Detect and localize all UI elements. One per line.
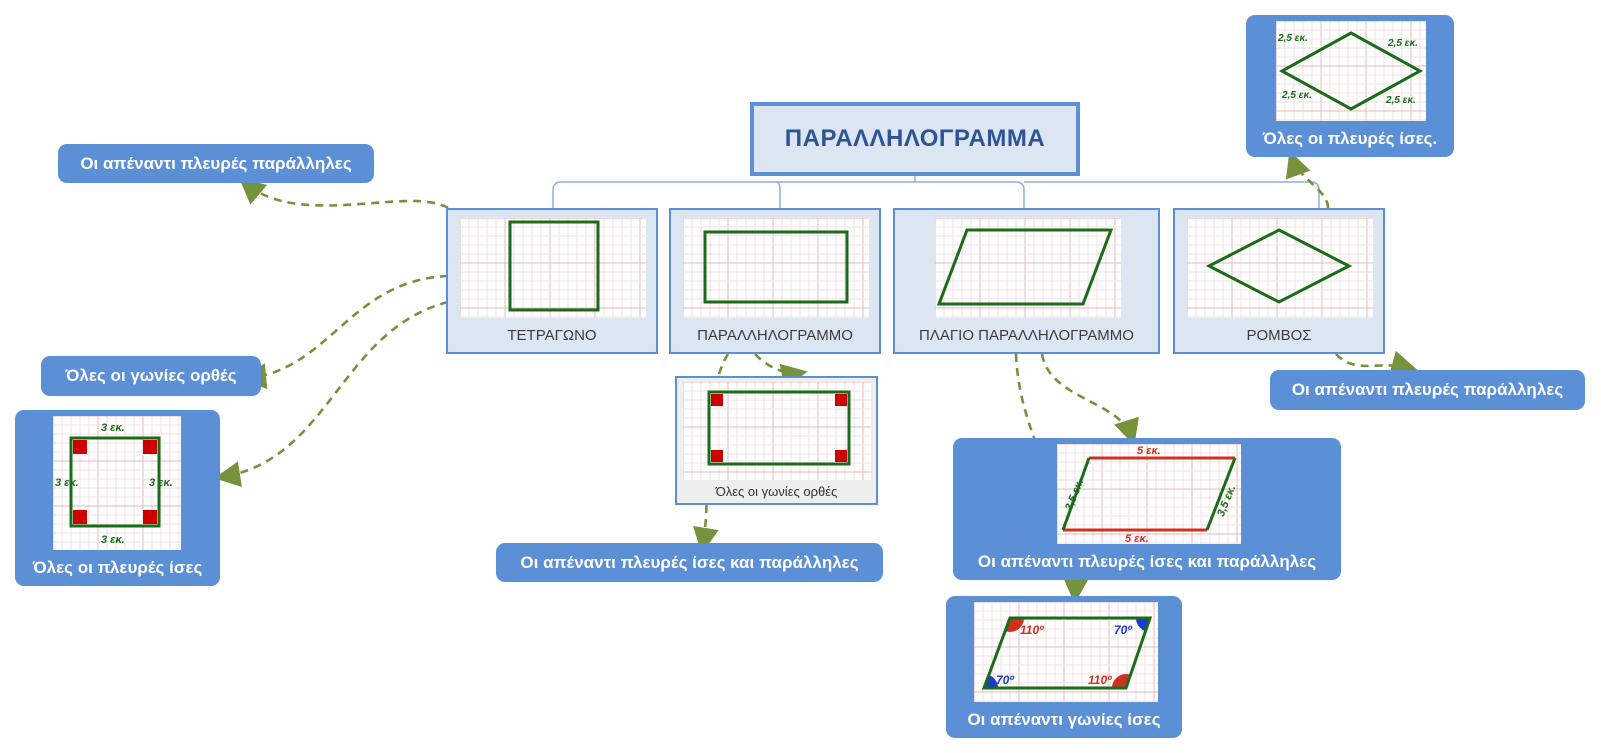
rhombus-br-measure: 2,5 εκ. [1385, 95, 1416, 106]
angle-70-bottom-label: 70º [996, 673, 1014, 687]
card-oblique-angles[interactable]: 110º 110º 70º 70º Οι απέναντι γωνίες ίσε… [946, 596, 1182, 738]
right-angle-mark [73, 510, 87, 524]
grid-lines [1275, 20, 1426, 121]
angle-mark-70-top [1136, 618, 1150, 631]
card-square-equal-sides[interactable]: 3 εκ. 3 εκ. 3 εκ. 3 εκ. Όλες οι πλευρές … [15, 410, 220, 586]
angle-110-bottom-label: 110º [1088, 673, 1112, 687]
node-oblique-label: ΠΛΑΓΙΟ ΠΑΡΑΛΛΗΛΟΓΡΑΜΜΟ [919, 327, 1134, 344]
square-figure [459, 217, 646, 318]
root-title-box: ΠΑΡΑΛΛΗΛΟΓΡΑΜΜΑ [750, 102, 1080, 176]
oblique-sides-figure: 5 εκ. 5 εκ. 3,5 εκ. 3,5 εκ. [1056, 443, 1241, 545]
grid-lines [1056, 443, 1241, 544]
right-angle-mark [73, 440, 87, 454]
card-square-equal-sides-label: Όλες οι πλευρές ίσες [32, 558, 203, 577]
grid-lines [934, 217, 1121, 318]
square-left-measure: 3 εκ. [55, 477, 79, 489]
rhombus-measure-figure: 2,5 εκ. 2,5 εκ. 2,5 εκ. 2,5 εκ. [1275, 20, 1426, 121]
card-rect-right-angles-label: Όλες οι γωνίες ορθές [715, 484, 838, 499]
square-shape [459, 217, 646, 318]
node-rectangle-label: ΠΑΡΑΛΛΗΛΟΓΡΑΜΜΟ [697, 327, 853, 344]
right-angle-mark [711, 394, 723, 406]
right-angle-mark [143, 510, 157, 524]
oblique-angles-figure: 110º 110º 70º 70º [973, 601, 1158, 702]
rhombus-shape [1186, 217, 1373, 318]
right-angle-mark [835, 394, 847, 406]
tree-connectors [552, 176, 1320, 208]
note-rect-sides[interactable]: Οι απέναντι πλευρές ίσες και παράλληλες [496, 543, 883, 582]
oblique-top-measure: 5 εκ. [1137, 445, 1161, 457]
card-rhombus-equal-sides-label: Όλες οι πλευρές ίσες. [1262, 129, 1438, 148]
rect-angles-figure [682, 381, 871, 480]
angle-70-top-label: 70º [1114, 623, 1132, 637]
node-rhombus[interactable]: ΡΟΜΒΟΣ [1173, 208, 1385, 354]
note-square-right-angles[interactable]: Όλες οι γωνίες ορθές [41, 356, 261, 396]
rectangle-figure [682, 217, 869, 318]
rhombus-measure-shape: 2,5 εκ. 2,5 εκ. 2,5 εκ. 2,5 εκ. [1275, 20, 1426, 121]
node-rectangle[interactable]: ΠΑΡΑΛΛΗΛΟΓΡΑΜΜΟ [669, 208, 881, 354]
node-rhombus-label: ΡΟΜΒΟΣ [1246, 327, 1312, 344]
right-angle-mark [711, 450, 723, 462]
angle-mark-70-bottom [984, 675, 998, 688]
square-bottom-measure: 3 εκ. [101, 534, 125, 546]
card-oblique-angles-label: Οι απέναντι γωνίες ίσες [967, 710, 1161, 729]
root-title: ΠΑΡΑΛΛΗΛΟΓΡΑΜΜΑ [784, 125, 1046, 152]
card-rhombus-equal-sides[interactable]: 2,5 εκ. 2,5 εκ. 2,5 εκ. 2,5 εκ. Όλες οι … [1246, 15, 1454, 157]
square-top-measure: 3 εκ. [101, 422, 125, 434]
angle-110-top-label: 110º [1020, 623, 1044, 637]
rhombus-tl-measure: 2,5 εκ. [1277, 33, 1308, 44]
square-measure-shape: 3 εκ. 3 εκ. 3 εκ. 3 εκ. [52, 415, 181, 550]
note-square-parallel[interactable]: Οι απέναντι πλευρές παράλληλες [58, 144, 374, 183]
card-rect-right-angles[interactable]: Όλες οι γωνίες ορθές [675, 376, 878, 505]
oblique-angles-shape: 110º 110º 70º 70º [973, 601, 1158, 702]
rhombus-figure [1186, 217, 1373, 318]
card-oblique-sides-label: Οι απέναντι πλευρές ίσες και παράλληλες [977, 552, 1317, 571]
grid-lines [459, 217, 646, 318]
oblique-sides-shape: 5 εκ. 5 εκ. 3,5 εκ. 3,5 εκ. [1056, 443, 1241, 545]
rectangle-shape [682, 217, 869, 318]
rect-angles-shape [682, 381, 871, 480]
right-angle-mark [143, 440, 157, 454]
oblique-figure [934, 217, 1121, 318]
grid-lines [682, 217, 869, 318]
square-measure-figure: 3 εκ. 3 εκ. 3 εκ. 3 εκ. [52, 415, 181, 550]
card-oblique-sides[interactable]: 5 εκ. 5 εκ. 3,5 εκ. 3,5 εκ. Οι απέναντι … [953, 438, 1341, 580]
rhombus-tr-measure: 2,5 εκ. [1387, 38, 1418, 49]
node-square[interactable]: ΤΕΤΡΑΓΩΝΟ [446, 208, 658, 354]
note-rhombus-parallel[interactable]: Οι απέναντι πλευρές παράλληλες [1270, 370, 1585, 410]
square-right-measure: 3 εκ. [149, 477, 173, 489]
node-oblique-parallelogram[interactable]: ΠΛΑΓΙΟ ΠΑΡΑΛΛΗΛΟΓΡΑΜΜΟ [893, 208, 1160, 354]
rhombus-bl-measure: 2,5 εκ. [1281, 90, 1312, 101]
oblique-shape [934, 217, 1121, 318]
right-angle-mark [835, 450, 847, 462]
oblique-bottom-measure: 5 εκ. [1125, 533, 1149, 544]
node-square-label: ΤΕΤΡΑΓΩΝΟ [507, 327, 597, 344]
